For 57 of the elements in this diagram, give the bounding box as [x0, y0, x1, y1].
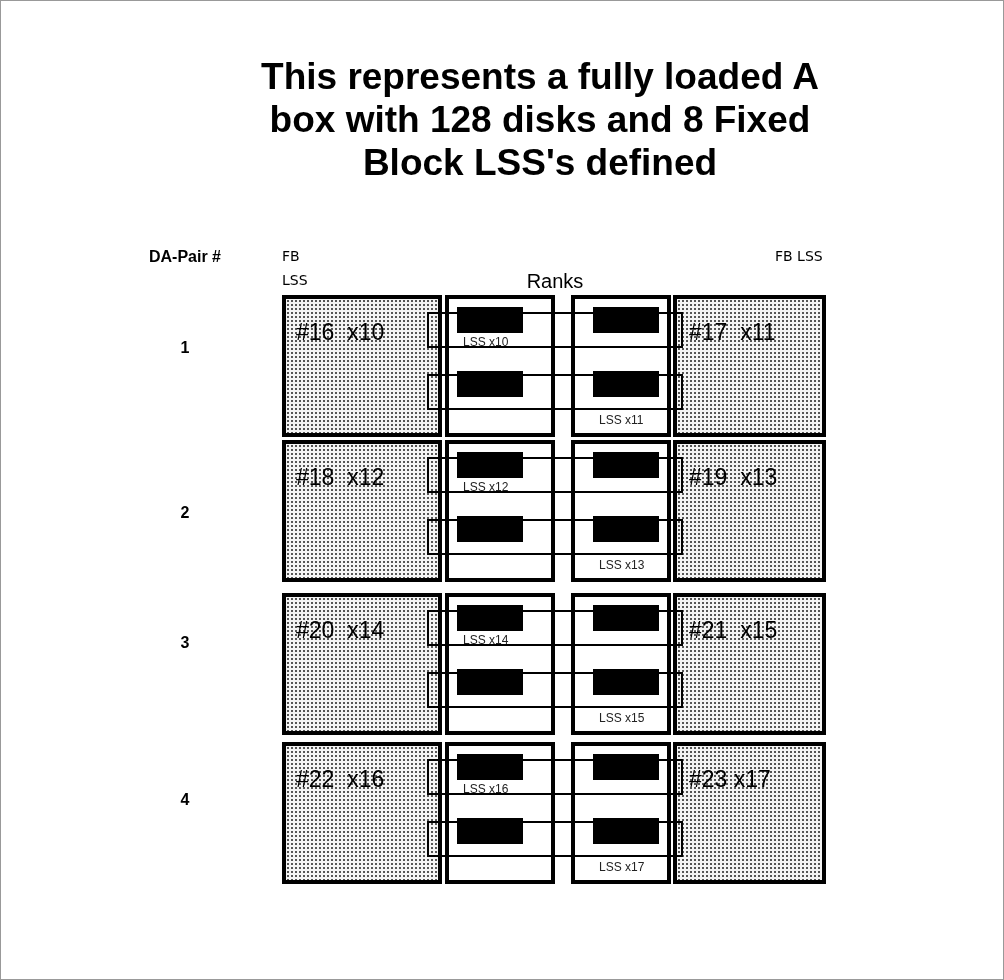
rank-label: LSS x11: [599, 413, 644, 427]
drive-bar: [457, 818, 523, 844]
lss-label: #23 x17: [689, 766, 771, 793]
drive-bar: [457, 452, 523, 478]
drive-bar: [457, 754, 523, 780]
drive-bar: [593, 669, 659, 695]
column-heading: FB LSS: [775, 247, 824, 266]
drive-bar: [593, 818, 659, 844]
lss-label: #18 x12: [296, 464, 385, 491]
drive-bar: [457, 307, 523, 333]
drive-bar: [593, 516, 659, 542]
drive-bar: [457, 605, 523, 631]
rank-label: LSS x16: [463, 782, 509, 796]
rank-label: LSS x10: [463, 335, 509, 349]
drive-bar: [457, 371, 523, 397]
drive-bar: [457, 669, 523, 695]
rank-box: [445, 742, 555, 884]
lss-label: #19 x13: [689, 464, 778, 491]
rank-box: [571, 593, 671, 735]
rank-label: LSS x17: [599, 860, 645, 874]
column-heading: Ranks: [525, 270, 585, 293]
drive-bar: [593, 754, 659, 780]
drive-bar: [593, 307, 659, 333]
rank-box: [445, 440, 555, 582]
lss-box: [673, 295, 826, 437]
rank-label: LSS x12: [463, 480, 509, 494]
lss-label: #22 x16: [296, 766, 385, 793]
lss-label: #16 x10: [296, 319, 385, 346]
lss-box: [282, 742, 442, 884]
rank-box: [571, 295, 671, 437]
column-heading: DA-Pair #: [148, 247, 222, 267]
drive-bar: [457, 516, 523, 542]
drive-bar: [593, 452, 659, 478]
lss-label: #20 x14: [296, 617, 385, 644]
lss-label: #21 x15: [689, 617, 778, 644]
row-number: 1: [179, 338, 191, 358]
drive-bar: [593, 371, 659, 397]
rank-label: LSS x13: [599, 558, 645, 572]
lss-box: [673, 593, 826, 735]
lss-box: [673, 742, 826, 884]
row-number: 3: [179, 633, 191, 653]
lss-box: [673, 440, 826, 582]
rank-box: [571, 440, 671, 582]
lss-box: [282, 440, 442, 582]
lss-box: [282, 295, 442, 437]
row-number: 2: [179, 503, 191, 523]
rank-box: [445, 295, 555, 437]
lss-label: #17 x11: [689, 319, 776, 346]
row-number: 4: [179, 790, 191, 810]
column-heading: FB LSS: [282, 247, 309, 290]
rank-box: [445, 593, 555, 735]
title: This represents a fully loaded A box with 128 disks and 8 Fixed Block LSS's defined: [260, 55, 820, 184]
rank-label: LSS x15: [599, 711, 645, 725]
rank-box: [571, 742, 671, 884]
lss-box: [282, 593, 442, 735]
rank-label: LSS x14: [463, 633, 509, 647]
drive-bar: [593, 605, 659, 631]
